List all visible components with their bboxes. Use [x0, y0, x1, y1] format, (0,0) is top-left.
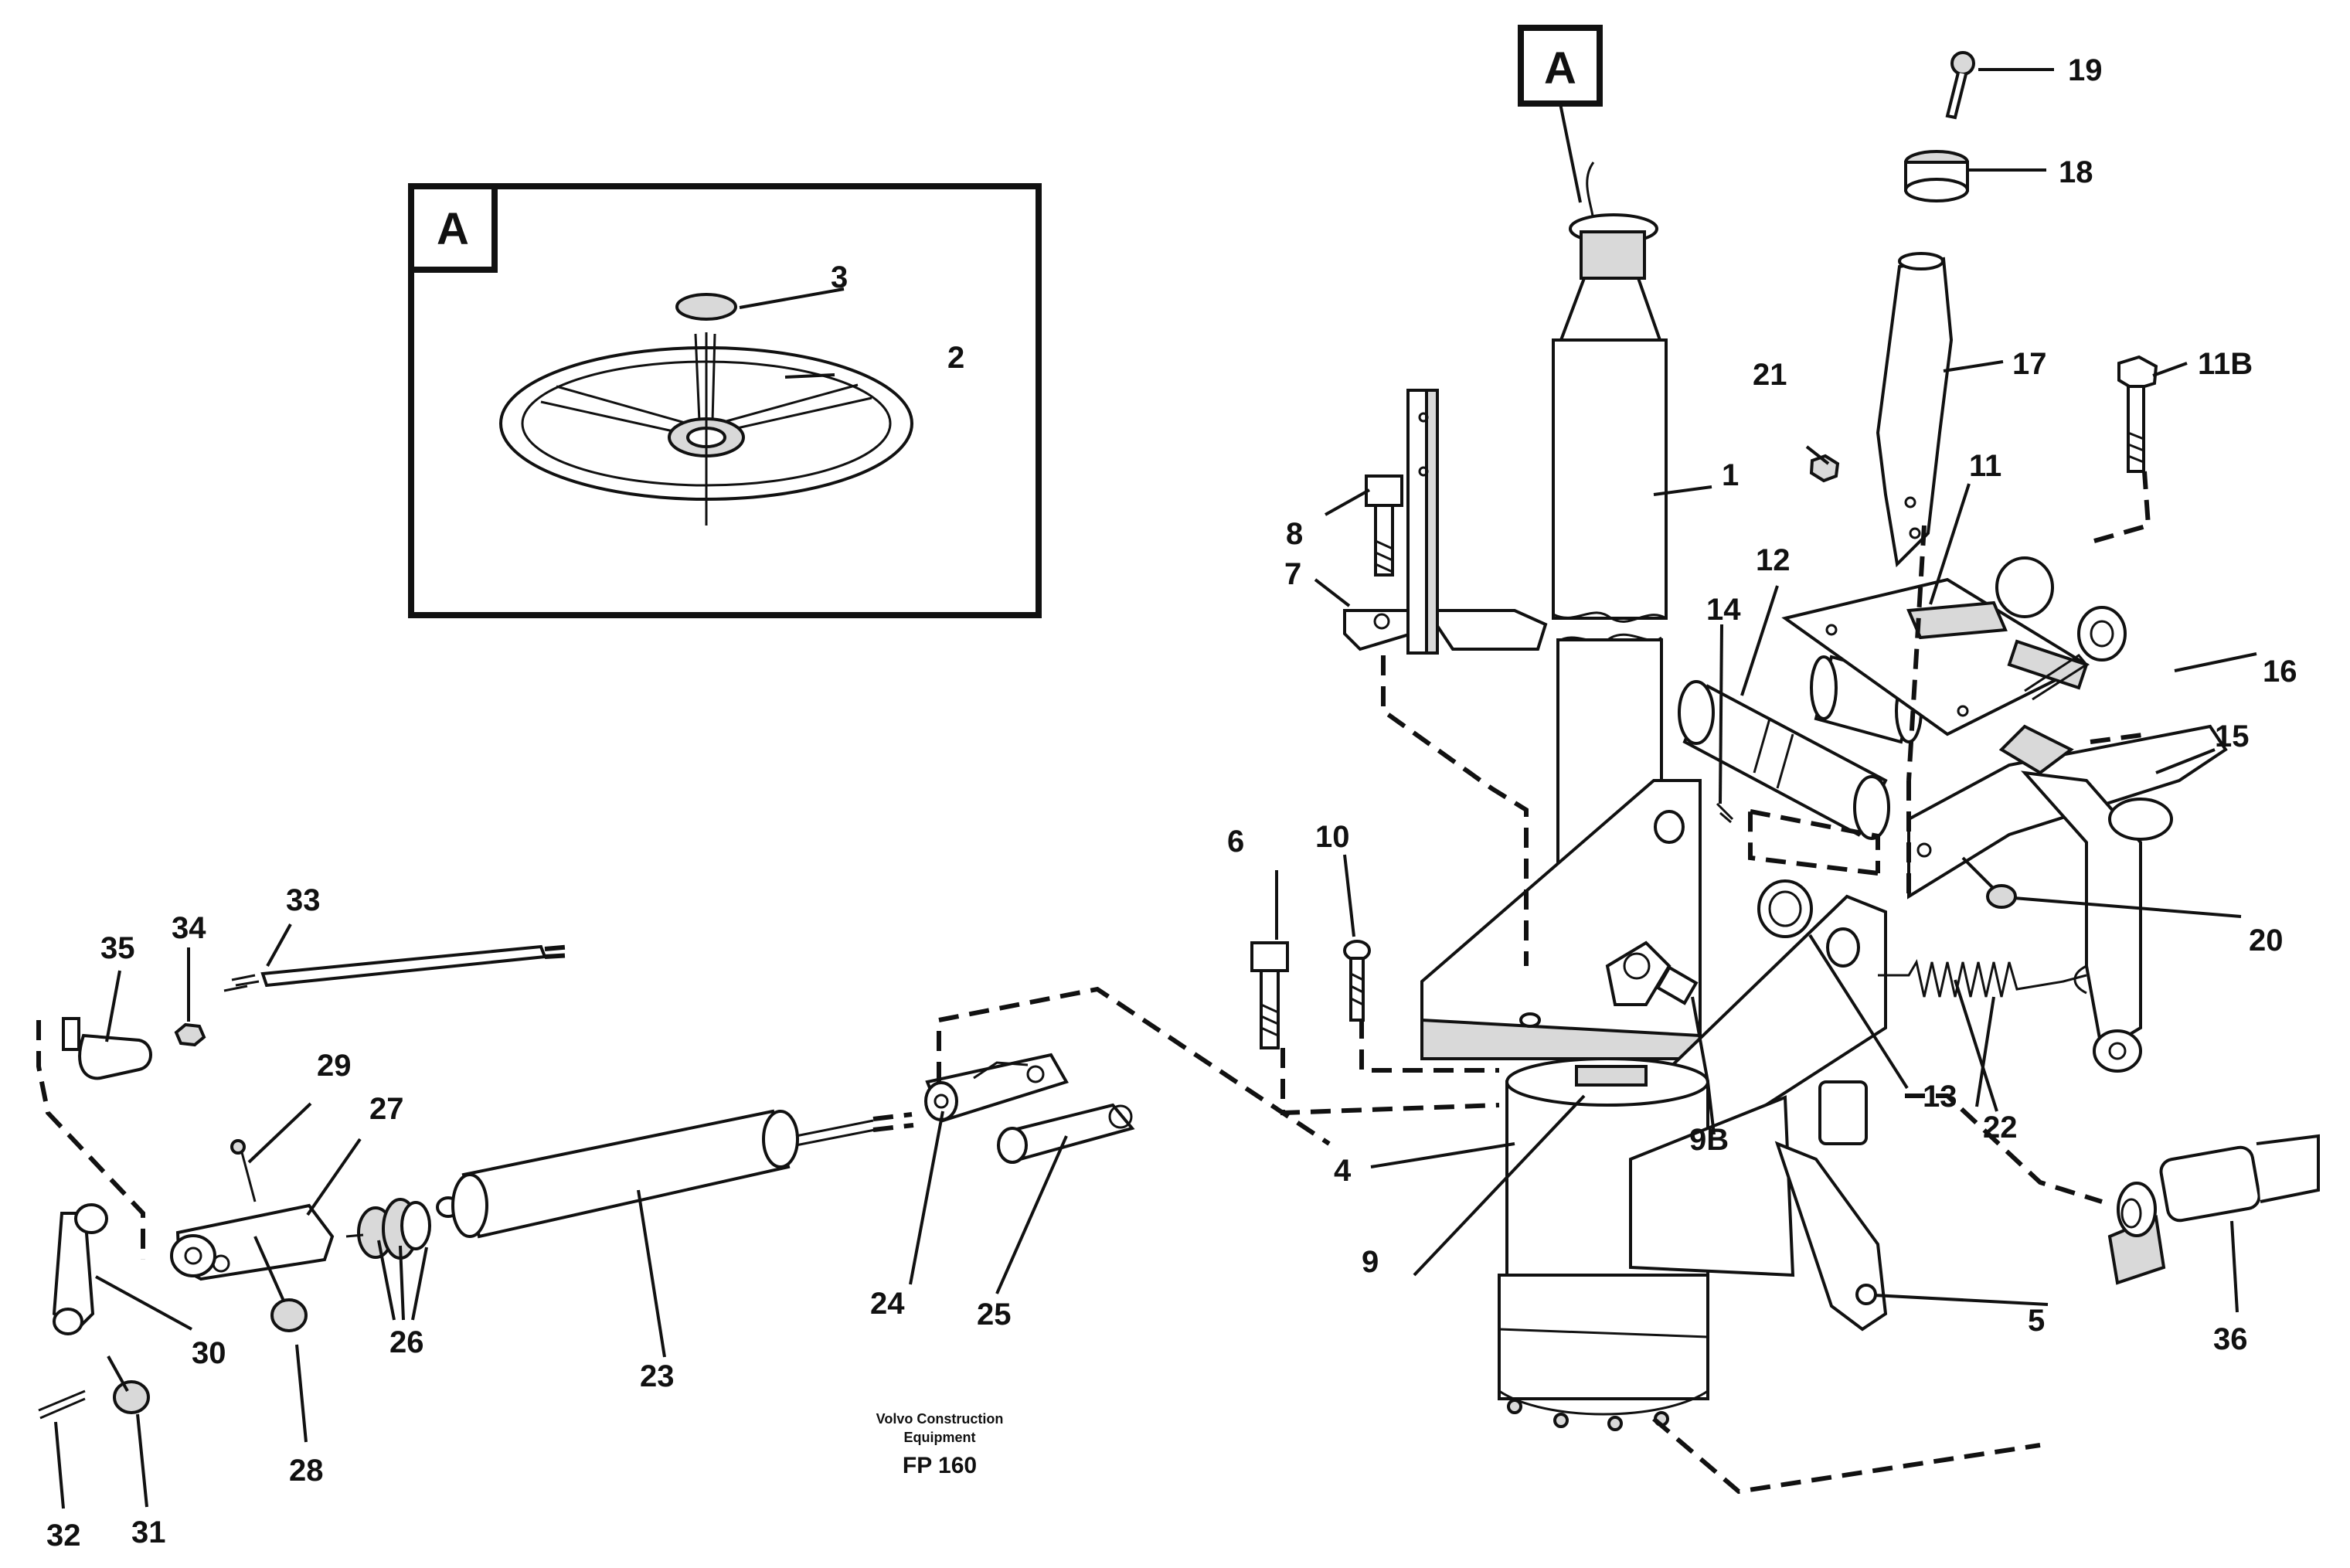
detail-label: A — [437, 204, 469, 254]
horn-cap — [675, 293, 737, 321]
leader-lines — [54, 68, 2257, 1509]
bushing-12 — [1678, 680, 1890, 840]
clevis-27 — [170, 1143, 335, 1281]
callout-17: 17 — [2012, 347, 2047, 381]
callout-32: 32 — [46, 1519, 81, 1553]
callout-5: 5 — [2028, 1304, 2045, 1338]
hydraulic-fitting — [1818, 1080, 2320, 1285]
callout-25: 25 — [977, 1298, 1012, 1332]
spring-22 — [1878, 958, 2087, 998]
footer-company: Volvo Construction — [876, 1411, 1004, 1427]
footer-code: FP 160 — [903, 1453, 977, 1478]
callout-29: 29 — [317, 1049, 352, 1083]
callout-14: 14 — [1706, 593, 1741, 627]
cotter-pin-16 — [2024, 654, 2089, 701]
callout-35: 35 — [100, 931, 135, 965]
cotter-pin-32 — [38, 1389, 86, 1420]
callout-28: 28 — [289, 1454, 324, 1488]
bolt-6 — [1250, 941, 1289, 1049]
callout-3: 3 — [831, 260, 848, 294]
nut-34 — [174, 1022, 206, 1047]
callout-30: 30 — [192, 1336, 226, 1370]
detail-view-a: A — [408, 183, 1042, 618]
callout-1: 1 — [1722, 458, 1739, 492]
callout-2: 2 — [947, 341, 964, 375]
detail-label-box — [408, 183, 498, 273]
callout-4: 4 — [1334, 1154, 1352, 1188]
bushings-26 — [345, 1196, 461, 1260]
callout-7: 7 — [1284, 557, 1301, 591]
callout-9b: 9B — [1689, 1123, 1729, 1157]
callout-31: 31 — [131, 1515, 166, 1549]
lever-30 — [52, 1203, 108, 1335]
callout-19: 19 — [2068, 53, 2103, 87]
knob-18 — [1904, 150, 1969, 202]
callout-6: 6 — [1227, 825, 1244, 859]
lever-15 — [1907, 724, 2228, 1073]
callout-10: 10 — [1315, 820, 1350, 854]
column-clamp — [1343, 389, 1548, 655]
pin-31 — [107, 1355, 150, 1414]
callout-16: 16 — [2263, 655, 2297, 689]
nut-21 — [1809, 454, 1840, 483]
pin-28 — [253, 1236, 308, 1332]
ball-joint-35 — [62, 1017, 152, 1080]
sensor-9b — [1605, 940, 1699, 1006]
callout-18: 18 — [2059, 155, 2093, 189]
callout-22: 22 — [1983, 1111, 2018, 1145]
cotter-pin-29 — [230, 1139, 246, 1155]
footer: Volvo Construction Equipment FP 160 — [876, 1411, 1004, 1478]
callout-11: 11 — [1969, 449, 2001, 483]
tilt-plate-11 — [1781, 556, 2127, 736]
handle-17 — [1876, 252, 1954, 568]
bolt-8 — [1365, 474, 1403, 577]
callout-11b: 11B — [2198, 347, 2253, 381]
callout-26: 26 — [389, 1325, 424, 1359]
gas-spring-23 — [451, 1109, 914, 1239]
control-rod-33 — [223, 944, 573, 992]
callout-9: 9 — [1362, 1245, 1379, 1279]
bolt-11b — [2117, 355, 2158, 473]
callout-15: 15 — [2215, 719, 2250, 753]
clip-9 — [1575, 1065, 1648, 1087]
bolt-20 — [1961, 856, 2017, 909]
assembly-dash-lines — [36, 471, 2151, 1495]
callout-34: 34 — [172, 911, 206, 945]
footer-company-2: Equipment — [904, 1430, 976, 1445]
svg-text:A: A — [1544, 43, 1576, 94]
screw-10 — [1343, 940, 1371, 1022]
reference-a: A — [1518, 25, 1603, 203]
callout-13: 13 — [1923, 1080, 1957, 1114]
screw-14 — [1716, 802, 1734, 824]
callout-27: 27 — [369, 1092, 404, 1126]
clevis-25 — [997, 1103, 1135, 1164]
callout-20: 20 — [2249, 923, 2284, 957]
callout-23: 23 — [640, 1359, 675, 1393]
callout-labels: 3 2 1 8 7 6 10 4 9 9B 5 14 12 11 15 16 2… — [46, 53, 2297, 1553]
callout-24: 24 — [870, 1287, 905, 1321]
callout-12: 12 — [1756, 543, 1791, 577]
steering-wheel — [499, 332, 913, 526]
callout-33: 33 — [286, 883, 321, 917]
steering-column-upper — [1552, 162, 1668, 623]
callout-8: 8 — [1286, 517, 1303, 551]
screw-19 — [1945, 51, 1975, 120]
callout-36: 36 — [2213, 1322, 2248, 1356]
callout-21: 21 — [1753, 358, 1787, 392]
clevis-24 — [924, 1053, 1069, 1123]
